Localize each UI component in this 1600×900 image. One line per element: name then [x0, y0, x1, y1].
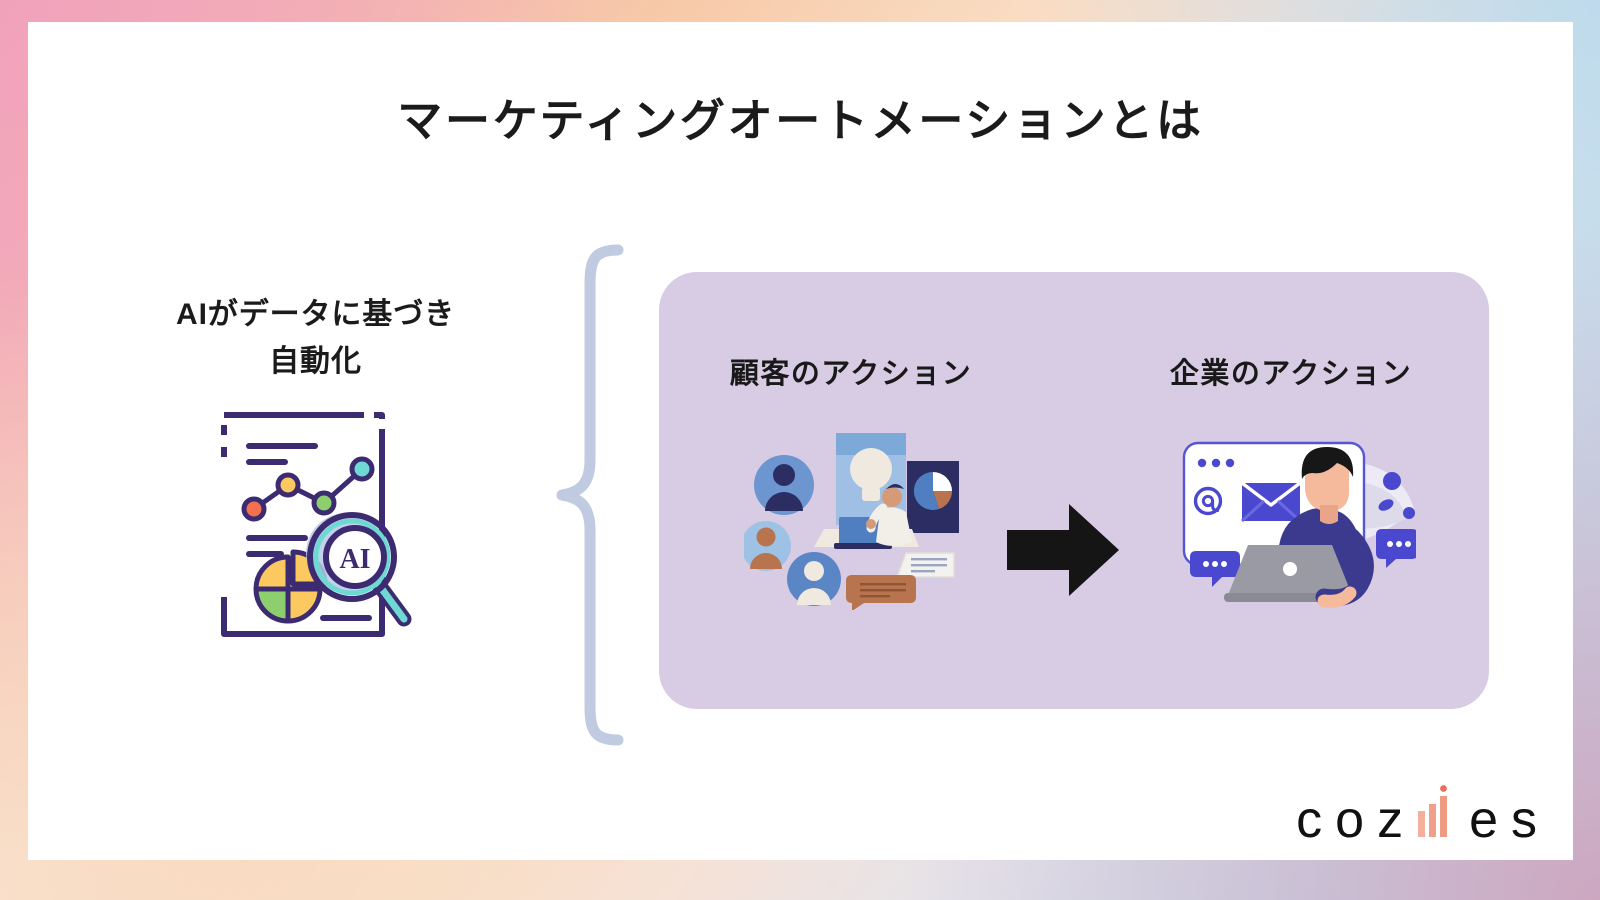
left-heading-line-2: 自動化 — [269, 344, 362, 378]
company-email-marketer-icon — [1121, 422, 1461, 612]
customer-personas-analytics-icon — [681, 422, 1021, 612]
logo-letter-e: e — [1469, 791, 1498, 849]
page-title: マーケティングオートメーションとは — [397, 95, 1204, 146]
brand-logo: c o z e s — [1296, 785, 1537, 846]
left-curly-brace — [556, 244, 626, 746]
slide-canvas: マーケティングオートメーションとは AIがデータに基づき 自動化 — [28, 22, 1573, 860]
column-company-label: 企業のアクション — [1169, 358, 1413, 390]
logo-letter-z: z — [1377, 791, 1404, 849]
left-heading: AIがデータに基づき 自動化 — [88, 292, 543, 385]
logo-letter-o: o — [1335, 791, 1365, 849]
left-concept-block: AIがデータに基づき 自動化 — [88, 292, 543, 642]
actions-panel: 顧客のアクション — [659, 272, 1489, 709]
column-customer-action: 顧客のアクション — [681, 350, 1021, 612]
column-company-action: 企業のアクション — [1121, 350, 1461, 612]
right-arrow-icon — [1007, 502, 1119, 598]
logo-bar-chart-i-icon — [1416, 785, 1456, 837]
ai-data-report-icon: AI — [88, 407, 543, 642]
left-heading-line-1: AIがデータに基づき — [176, 298, 455, 331]
logo-letter-s: s — [1511, 791, 1537, 849]
brand-logo-text: c o z e s — [1296, 785, 1537, 846]
logo-letter-c: c — [1296, 791, 1323, 849]
column-customer-label: 顧客のアクション — [729, 358, 973, 390]
magnifier-ai-label: AI — [339, 544, 370, 575]
